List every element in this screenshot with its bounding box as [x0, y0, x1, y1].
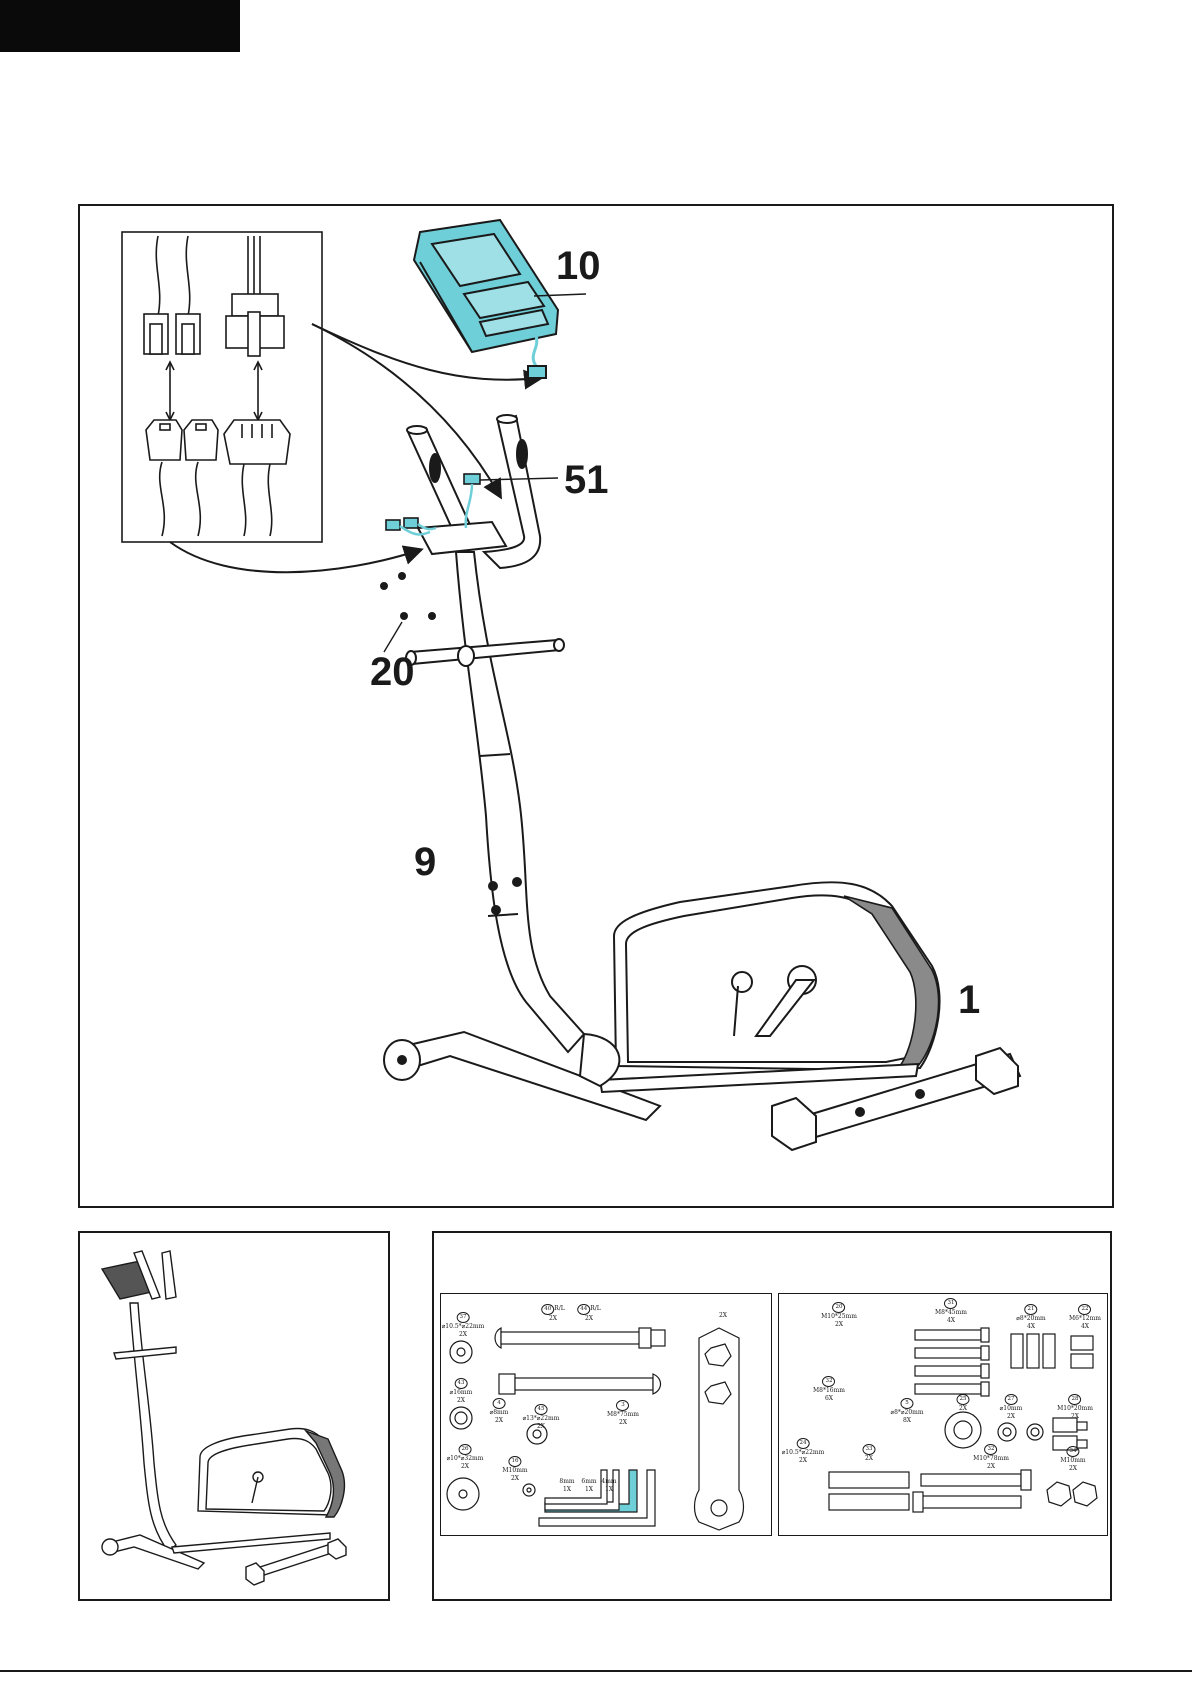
callout-screws: 20	[370, 650, 415, 694]
arrow-to-frame-wires	[169, 541, 424, 574]
connector-detail-inset	[121, 231, 323, 543]
page-bottom-rule	[0, 1670, 1192, 1672]
console-unit	[412, 218, 587, 379]
main-frame	[383, 881, 1022, 1152]
section-tab	[0, 0, 240, 52]
hw-label-wrench: 2X	[718, 1312, 728, 1319]
arrow-to-console	[311, 323, 544, 390]
assembly-diagram	[121, 218, 1022, 1152]
callout-main-frame: 1	[958, 978, 981, 1022]
hardware-right-drawing	[828, 1327, 1098, 1513]
hardware-left-drawing	[446, 1327, 745, 1531]
handlebar-post	[405, 414, 586, 1054]
assembly-diagram-panel: 10 51 20 9 1	[78, 204, 1114, 1208]
callout-handlebar-post: 9	[414, 840, 437, 884]
assembled-bike-overview	[78, 1231, 390, 1601]
assembled-bike-drawing	[100, 1250, 347, 1586]
callout-connector: 51	[564, 458, 609, 502]
callout-console: 10	[556, 244, 601, 288]
wire-connectors	[385, 473, 559, 536]
arrow-to-connector	[311, 323, 502, 500]
screws	[380, 572, 436, 653]
